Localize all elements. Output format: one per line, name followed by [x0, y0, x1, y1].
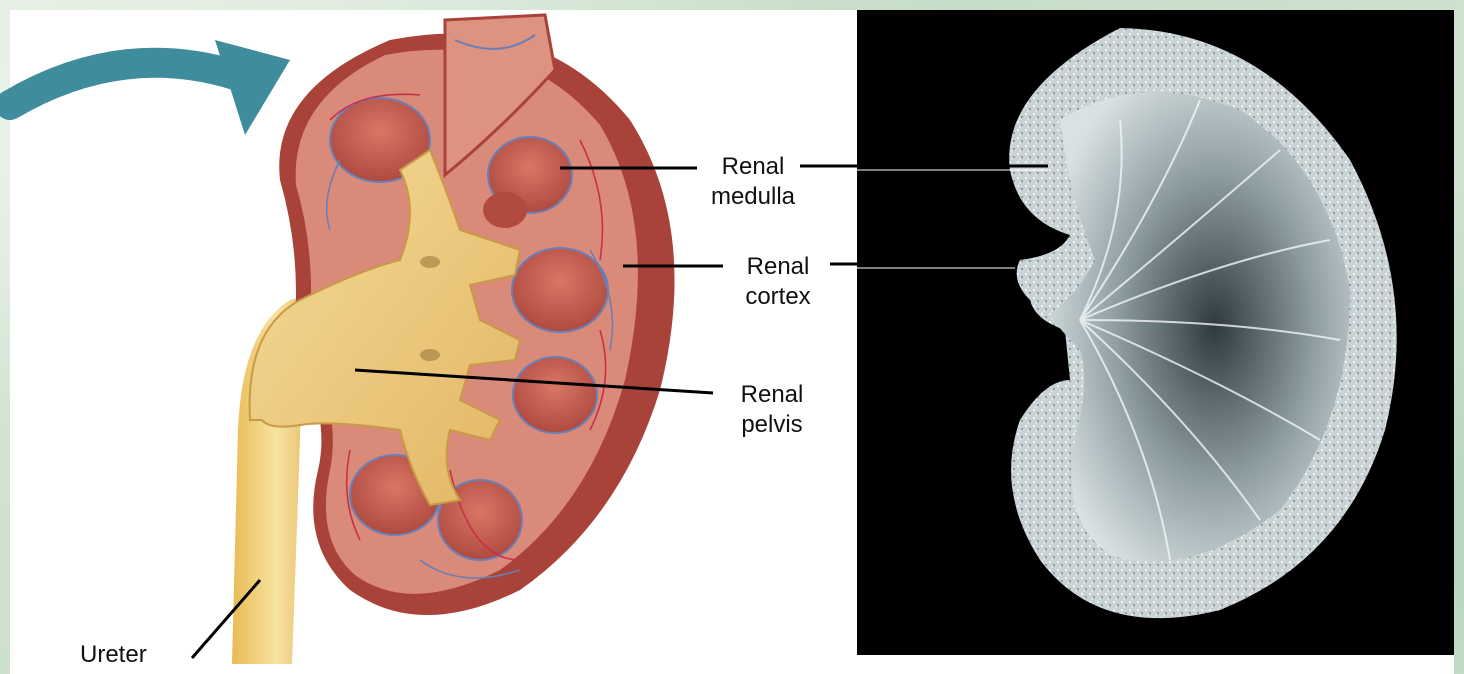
label-renal-cortex-line2: cortex	[728, 282, 828, 312]
label-renal-cortex-line1: Renal	[728, 252, 828, 282]
label-renal-cortex: Renal cortex	[728, 252, 828, 312]
curved-arrow-icon	[10, 40, 290, 135]
label-renal-pelvis: Renal pelvis	[722, 380, 822, 440]
label-ureter: Ureter	[80, 640, 147, 670]
label-renal-medulla: Renal medulla	[703, 152, 803, 212]
label-renal-medulla-line1: Renal	[703, 152, 803, 182]
label-renal-pelvis-line2: pelvis	[722, 410, 822, 440]
label-renal-medulla-line2: medulla	[703, 182, 803, 212]
label-renal-pelvis-line1: Renal	[722, 380, 822, 410]
